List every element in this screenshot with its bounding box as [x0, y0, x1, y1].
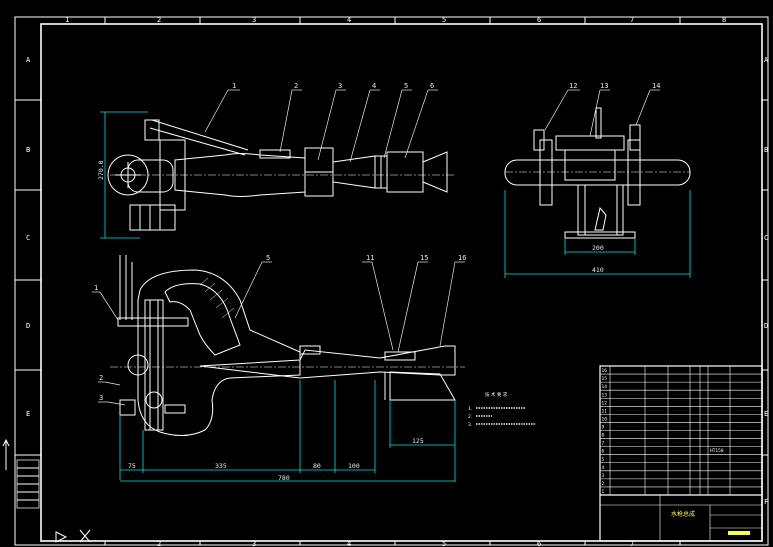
row-label: A [764, 56, 769, 64]
front-view-dim-labels: 75 335 80 100 780 125 [128, 437, 424, 482]
front-view-hatch [199, 277, 235, 319]
row-label: C [764, 234, 768, 242]
col-label: 1 [65, 16, 69, 24]
drawing-name: 水枪总成 [671, 510, 695, 518]
title-highlight-bar [728, 531, 750, 535]
side-view-balloons: 12 13 14 [569, 82, 660, 90]
balloon: 14 [652, 82, 660, 90]
table-row-number: 11 [602, 408, 608, 414]
parts-list-table [599, 365, 763, 542]
material-note: HT150 [710, 448, 724, 454]
top-view-leaders [204, 89, 438, 163]
tech-req-item: 3. [468, 422, 472, 428]
table-row-number: 10 [602, 416, 608, 422]
balloon: 4 [372, 82, 376, 90]
tech-req-item: 1. [468, 406, 472, 412]
balloon: 16 [458, 254, 466, 262]
side-view [504, 107, 691, 239]
balloon: 3 [338, 82, 342, 90]
balloon: 1 [232, 82, 236, 90]
dim-80: 80 [313, 462, 321, 470]
dim-right: 125 [412, 437, 424, 445]
col-label: 3 [252, 540, 256, 547]
row-label: D [26, 322, 30, 330]
col-label: 7 [630, 16, 634, 24]
sheet-frame [14, 16, 769, 546]
row-labels-right: A B C D E F [764, 56, 769, 506]
tech-req-title: 技 术 要 求 [485, 391, 508, 398]
col-label: 4 [347, 540, 351, 547]
dim-335: 335 [215, 462, 227, 470]
col-label: 3 [252, 16, 256, 24]
ucs-axis-icon [2, 438, 10, 470]
table-row-number: 13 [602, 392, 608, 398]
table-row-number: 3 [602, 473, 605, 479]
row-label: B [26, 146, 30, 154]
dim-overall: 780 [278, 474, 290, 482]
col-label: 7 [630, 540, 634, 547]
col-label: 2 [157, 540, 161, 547]
table-row-number: 15 [602, 376, 608, 382]
top-view-balloons: 1 2 3 4 5 6 [232, 82, 434, 90]
paper-space-triangle-icon [55, 529, 91, 543]
top-view-height-dimension [100, 111, 148, 239]
side-view-dimensions [504, 190, 691, 278]
top-view-height-label: 270.0 [97, 160, 105, 180]
side-view-inner-width: 200 [592, 244, 604, 252]
row-label: E [26, 410, 30, 418]
front-view-dimensions [119, 380, 456, 482]
balloon: 13 [600, 82, 608, 90]
balloon: 3 [99, 394, 103, 402]
front-view-balloons: 1 2 3 5 11 15 16 [94, 254, 466, 402]
left-ui-strip [16, 459, 40, 509]
col-label: 8 [722, 16, 726, 24]
balloon: 5 [404, 82, 408, 90]
table-row-number: 7 [602, 441, 605, 447]
balloon: 2 [99, 374, 103, 382]
table-row-number: 8 [602, 433, 605, 439]
technical-requirements: 技 术 要 求 1. 2. 3. [468, 391, 535, 428]
dim-75: 75 [128, 462, 136, 470]
balloon: 5 [266, 254, 270, 262]
table-row-number: 6 [602, 449, 605, 455]
column-labels-bottom: 2 3 4 5 6 7 [157, 540, 634, 547]
balloon: 1 [94, 284, 98, 292]
table-row-number: 14 [602, 384, 608, 390]
row-label: D [764, 322, 768, 330]
col-label: 6 [537, 16, 541, 24]
row-labels-left: A B C D E [26, 56, 31, 418]
front-view [110, 255, 465, 436]
row-label: A [26, 56, 31, 64]
column-labels-top: 1 2 3 4 5 6 7 8 [65, 16, 726, 24]
table-row-number: 12 [602, 400, 608, 406]
front-view-leaders [92, 261, 465, 406]
col-label: 5 [442, 16, 446, 24]
row-label: C [26, 234, 30, 242]
table-row-number: 9 [602, 425, 605, 431]
col-label: 4 [347, 16, 351, 24]
side-view-outer-width: 410 [592, 266, 604, 274]
col-label: 5 [442, 540, 446, 547]
tech-req-item: 2. [468, 414, 472, 420]
dim-100: 100 [348, 462, 360, 470]
balloon: 2 [294, 82, 298, 90]
table-row-number: 5 [602, 457, 605, 463]
row-label: E [764, 410, 768, 418]
col-label: 6 [537, 540, 541, 547]
row-label: F [764, 498, 768, 506]
col-label: 2 [157, 16, 161, 24]
side-view-leaders [544, 89, 660, 137]
row-label: B [764, 146, 768, 154]
balloon: 15 [420, 254, 428, 262]
parts-list-row-numbers: 16 15 14 13 12 11 10 9 8 7 6 5 4 3 2 1 [602, 368, 608, 495]
balloon: 6 [430, 82, 434, 90]
balloon: 12 [569, 82, 577, 90]
table-row-number: 2 [602, 481, 605, 487]
top-view [107, 119, 455, 231]
table-row-number: 1 [602, 489, 605, 495]
balloon: 11 [366, 254, 374, 262]
table-row-number: 16 [602, 368, 608, 374]
table-row-number: 4 [602, 465, 605, 471]
